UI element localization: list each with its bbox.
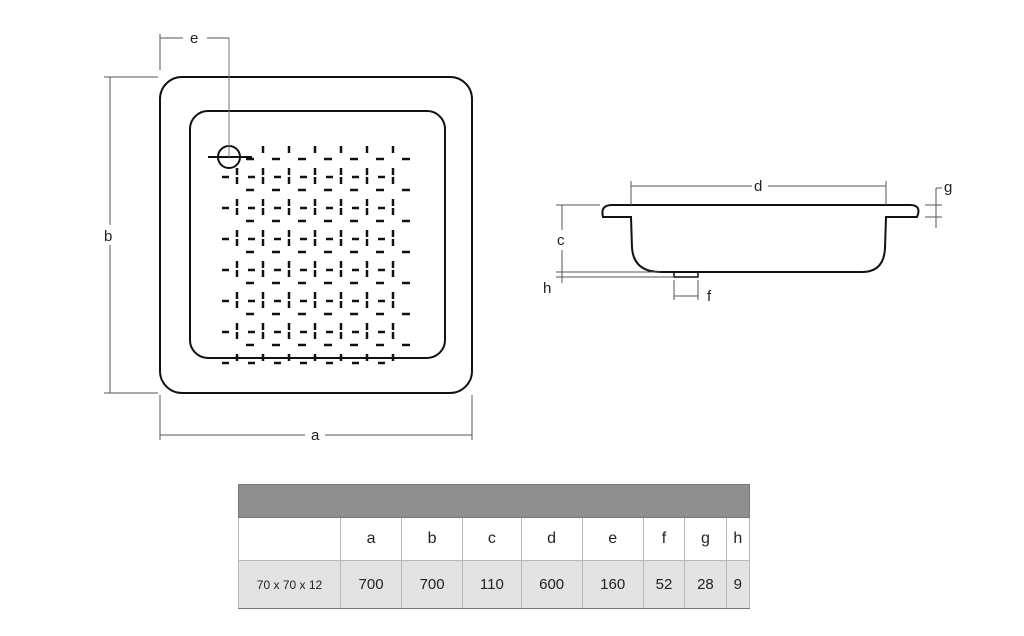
dim-label-a: a [311,427,320,444]
tray-profile [601,204,920,273]
plan-view: e b a [104,30,473,444]
dim-label-c: c [557,232,565,249]
header-cell: e [581,517,644,561]
tray-inner-outline [189,110,446,359]
anti-slip-pattern [222,146,410,365]
header-cell: g [684,517,727,561]
header-cell: c [462,517,522,561]
dim-label-e: e [190,30,198,47]
side-view: d c h f g [543,178,952,305]
header-cell: h [725,517,751,561]
dimension-a [159,395,473,440]
value-cell: 600 [520,560,583,609]
tray-outer-outline [159,76,473,394]
dim-label-g: g [944,179,952,196]
value-cell: 700 [339,560,403,609]
header-cell: d [520,517,583,561]
value-cell: 700 [401,560,464,609]
header-cell: a [339,517,403,561]
table-row: 70 x 70 x 12 700 700 110 600 160 52 28 9 [238,560,751,609]
table-header-row: a b c d e f g h [238,517,751,561]
dim-label-f: f [707,288,712,305]
value-cell: 52 [642,560,686,609]
header-cell: f [642,517,686,561]
dimension-e [159,34,229,70]
value-cell: 110 [462,560,522,609]
dim-label-d: d [754,178,762,195]
value-cell: 160 [581,560,644,609]
header-empty [238,517,341,561]
dimension-b [104,76,158,394]
model-cell: 70 x 70 x 12 [238,560,341,609]
drain-outlet [673,271,699,278]
table-title-bar [238,484,750,518]
dim-label-b: b [104,228,112,245]
dimensions-table: a b c d e f g h 70 x 70 x 12 700 700 110… [238,484,751,609]
value-cell: 28 [684,560,727,609]
value-cell: 9 [725,560,751,609]
header-cell: b [401,517,464,561]
dim-label-h: h [543,280,551,297]
